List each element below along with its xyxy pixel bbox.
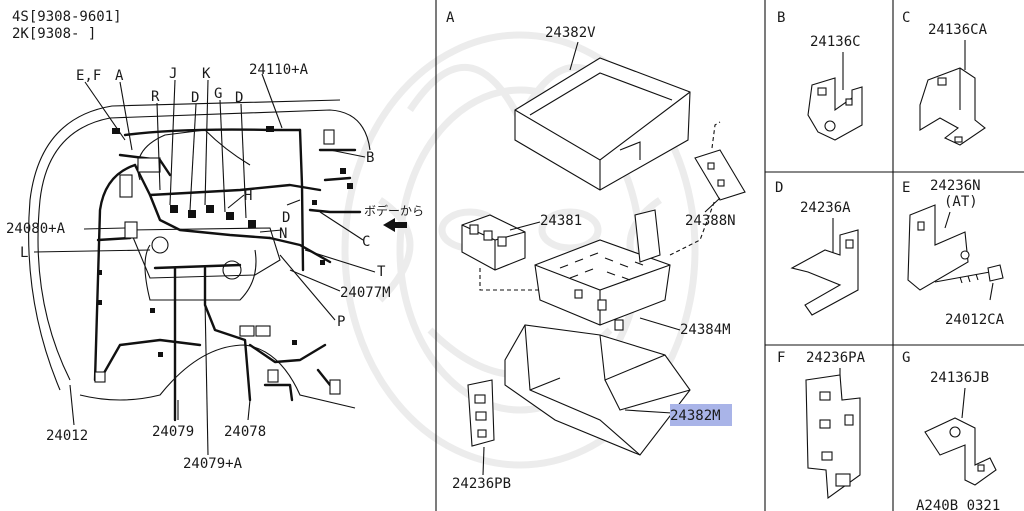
fuse-box-base bbox=[504, 324, 691, 456]
diagram-code: A240B 0321 bbox=[916, 498, 1000, 511]
bracket-c bbox=[919, 67, 986, 146]
part-number-24080a: 24080+A bbox=[6, 221, 66, 237]
connector-label-a: A bbox=[115, 68, 124, 84]
part-number-24012ca: 24012CA bbox=[945, 312, 1005, 328]
part-note-at: (AT) bbox=[944, 194, 978, 210]
from-body-arrow-icon bbox=[383, 218, 407, 232]
model-code-line-2: 2K[9308- ] bbox=[12, 26, 96, 42]
bracket-d bbox=[790, 229, 859, 316]
bracket-f bbox=[805, 374, 861, 500]
part-number-24382v: 24382V bbox=[545, 25, 596, 41]
bracket-pb bbox=[467, 379, 495, 447]
part-number-24236n: 24236N bbox=[930, 178, 981, 194]
model-code-line-1: 4S[9308-9601] bbox=[12, 9, 122, 25]
part-number-24384m: 24384M bbox=[680, 322, 731, 338]
panel-c-letter: C bbox=[902, 10, 910, 26]
part-number-24110a: 24110+A bbox=[249, 62, 309, 78]
connector-label-d1: D bbox=[191, 90, 199, 106]
panel-frame bbox=[435, 0, 1024, 511]
connector-label-l: L bbox=[20, 245, 28, 261]
part-number-24388n: 24388N bbox=[685, 213, 736, 229]
connector-label-t: T bbox=[377, 264, 386, 280]
panel-a-letter: A bbox=[446, 10, 455, 26]
connector-label-b: B bbox=[366, 150, 374, 166]
bracket-b bbox=[807, 77, 863, 141]
part-number-24078: 24078 bbox=[224, 424, 266, 440]
connector-label-r: R bbox=[151, 89, 160, 105]
panel-e-letter: E bbox=[902, 180, 910, 196]
connector-label-c: C bbox=[362, 234, 370, 250]
connector-label-d3: D bbox=[282, 210, 290, 226]
panel-g-letter: G bbox=[902, 350, 910, 366]
part-number-24136jb: 24136JB bbox=[930, 370, 989, 386]
wire-harness bbox=[93, 128, 362, 422]
connectors bbox=[94, 126, 353, 395]
leader-lines-main bbox=[33, 73, 376, 456]
fuse-box-body bbox=[479, 199, 716, 331]
part-number-24079: 24079 bbox=[152, 424, 194, 440]
connector-label-ef: E,F bbox=[76, 68, 101, 84]
part-number-24079a: 24079+A bbox=[183, 456, 243, 472]
panel-f-letter: F bbox=[777, 350, 785, 366]
part-number-24381: 24381 bbox=[540, 213, 582, 229]
bracket-g bbox=[924, 417, 997, 486]
part-number-24236a: 24236A bbox=[800, 200, 851, 216]
part-number-24236pb: 24236PB bbox=[452, 476, 511, 492]
bolt-icon bbox=[934, 264, 1004, 284]
part-number-24382m[interactable]: 24382M bbox=[670, 408, 721, 424]
connector-label-p: P bbox=[337, 314, 345, 330]
connector-label-h: H bbox=[244, 188, 252, 204]
panel-d-letter: D bbox=[775, 180, 783, 196]
part-number-24077m: 24077M bbox=[340, 285, 391, 301]
connector-label-j: J bbox=[169, 66, 177, 82]
connector-label-n: N bbox=[279, 226, 287, 242]
connector-label-k: K bbox=[202, 66, 211, 82]
part-number-24236pa: 24236PA bbox=[806, 350, 866, 366]
engine-bay-outline bbox=[28, 99, 371, 409]
from-body-note: ボデーから bbox=[364, 203, 424, 218]
relay-bracket bbox=[694, 121, 746, 201]
connector-label-d2: D bbox=[235, 90, 243, 106]
bracket-e bbox=[907, 204, 970, 291]
panel-b-letter: B bbox=[777, 10, 785, 26]
relay-block bbox=[461, 214, 526, 271]
part-number-24136ca: 24136CA bbox=[928, 22, 988, 38]
part-number-24012: 24012 bbox=[46, 428, 88, 444]
highlight-24382m[interactable] bbox=[670, 404, 732, 426]
connector-label-g: G bbox=[214, 86, 222, 102]
part-number-24136c: 24136C bbox=[810, 34, 861, 50]
fuse-box-cover bbox=[514, 57, 691, 191]
